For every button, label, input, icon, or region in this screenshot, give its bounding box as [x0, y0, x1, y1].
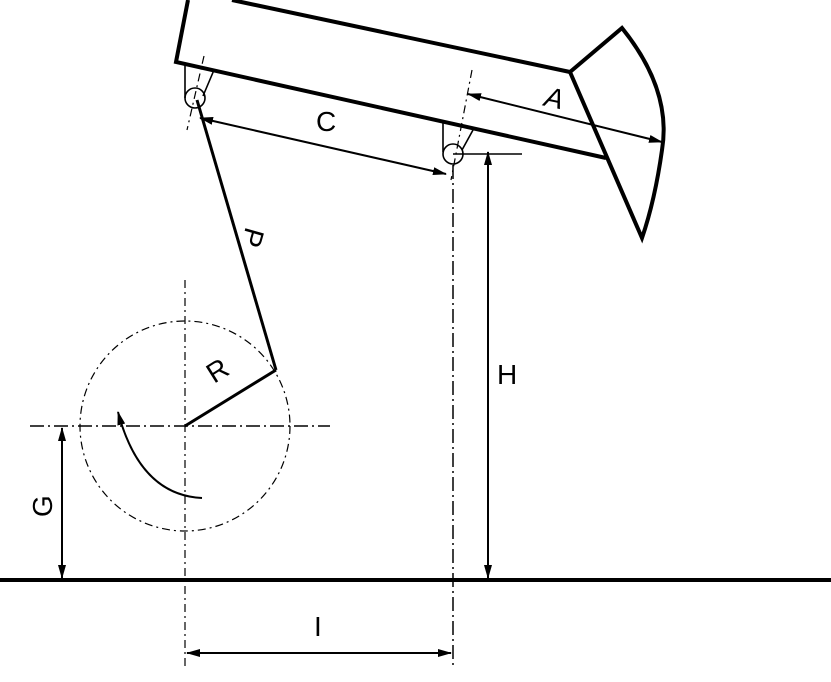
dimension-c-line: [199, 116, 447, 176]
label-g: G: [27, 495, 58, 517]
label-r: R: [201, 352, 235, 389]
equalizer-bearing: [184, 55, 215, 131]
horse-head: [567, 25, 666, 244]
label-c: C: [316, 106, 336, 137]
crank-arm: [184, 368, 277, 428]
rotation-arrow-icon: [117, 411, 203, 499]
label-a: A: [540, 81, 567, 116]
dimension-a-line: [467, 93, 663, 143]
walking-beam: [173, 0, 607, 160]
label-i: I: [314, 611, 322, 642]
label-h: H: [497, 359, 517, 390]
